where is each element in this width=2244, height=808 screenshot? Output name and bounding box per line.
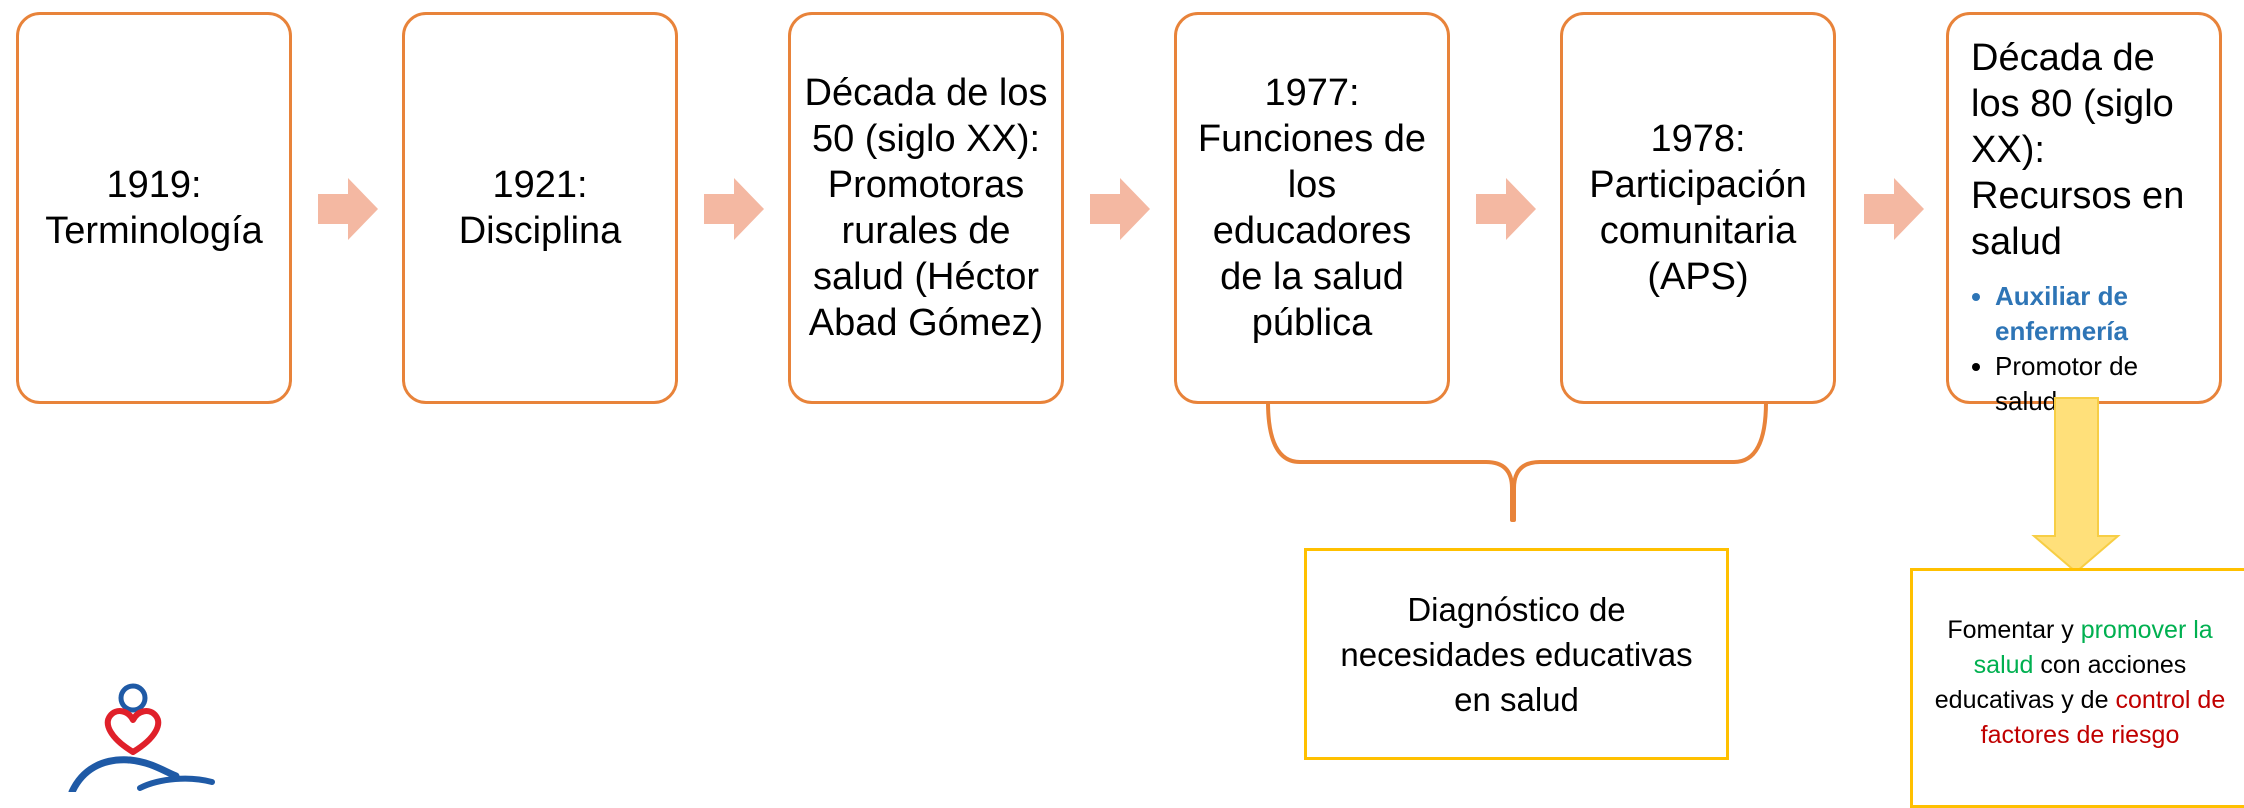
resource-item-promotor: Promotor de salud bbox=[1995, 349, 2197, 419]
timeline-label: Década de los 50 (siglo XX): Promotoras … bbox=[804, 72, 1048, 344]
callout-text: Diagnóstico de necesidades educativas en… bbox=[1340, 590, 1693, 718]
right-arrow-icon bbox=[704, 178, 764, 240]
timeline-box-1919: 1919: Terminología bbox=[16, 12, 292, 404]
timeline-label: 1921: Disciplina bbox=[458, 164, 622, 252]
down-arrow-icon bbox=[2031, 397, 2121, 574]
callout-text-green: promover la salud bbox=[1973, 616, 2213, 679]
timeline-box-1921: 1921: Disciplina bbox=[402, 12, 678, 404]
timeline-label: 1978: Participación comunitaria (APS) bbox=[1589, 118, 1807, 298]
timeline-label: Década de los 80 (siglo XX): Recursos en… bbox=[1971, 37, 2185, 263]
right-arrow-icon bbox=[318, 178, 378, 240]
timeline-box-decada-80: Década de los 80 (siglo XX): Recursos en… bbox=[1946, 12, 2222, 416]
timeline-label: 1977: Funciones de los educadores de la … bbox=[1197, 72, 1427, 344]
callout-fomentar: Fomentar y promover la salud con accione… bbox=[1910, 568, 2244, 808]
resource-list: Auxiliar de enfermería Promotor de salud bbox=[1971, 279, 2197, 419]
timeline-box-1977: 1977: Funciones de los educadores de la … bbox=[1174, 12, 1450, 404]
resource-item-auxiliar: Auxiliar de enfermería bbox=[1995, 279, 2197, 349]
right-arrow-icon bbox=[1476, 178, 1536, 240]
timeline-box-decada-50: Década de los 50 (siglo XX): Promotoras … bbox=[788, 12, 1064, 404]
timeline-box-1978: 1978: Participación comunitaria (APS) bbox=[1560, 12, 1836, 404]
right-arrow-icon bbox=[1864, 178, 1924, 240]
callout-text-part: Fomentar y bbox=[1947, 616, 2081, 644]
callout-text-part: con acciones educativas y de bbox=[1934, 651, 2187, 714]
health-logo-icon bbox=[68, 683, 215, 792]
curly-brace-icon bbox=[1266, 401, 1768, 522]
callout-diagnostico: Diagnóstico de necesidades educativas en… bbox=[1304, 548, 1729, 760]
timeline-label: 1919: Terminología bbox=[45, 164, 263, 252]
callout-text: Fomentar y promover la salud con accione… bbox=[1927, 613, 2233, 753]
callout-text-red: control de factores de riesgo bbox=[1980, 686, 2226, 749]
right-arrow-icon bbox=[1090, 178, 1150, 240]
